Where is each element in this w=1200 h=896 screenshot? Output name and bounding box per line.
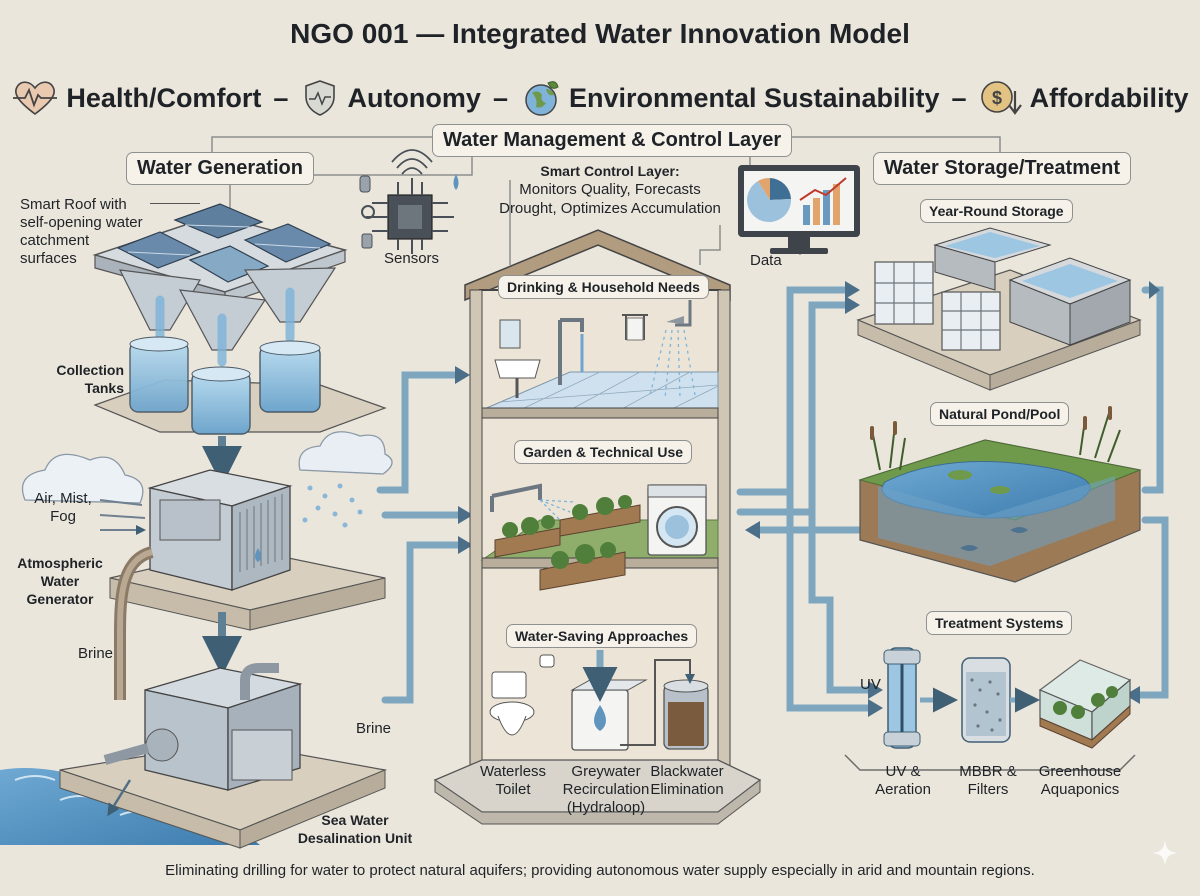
value-separator: – — [951, 82, 967, 113]
smart-control-desc-1: Monitors Quality, Forecasts — [519, 181, 701, 198]
generation-to-house-arrows — [376, 371, 462, 704]
collection-tanks-label-2: Tanks — [84, 380, 124, 396]
value-health-comfort: Health/Comfort — [11, 78, 261, 118]
treatment-mbbr-2: Filters — [967, 781, 1009, 798]
water-generation-heading: Water Generation — [126, 152, 314, 185]
year-round-storage-illustration — [856, 227, 1142, 391]
natural-pond-illustration — [858, 406, 1142, 583]
core-values-row: Health/Comfort – Autonomy – Environmenta… — [0, 76, 1200, 120]
globe-leaf-icon — [525, 81, 559, 116]
smart-roof-label-4: surfaces — [20, 250, 77, 267]
smart-control-desc-2: Drought, Optimizes Accumulation — [499, 200, 721, 217]
awg-illustration — [109, 469, 386, 700]
brine-label-bottom: Brine — [356, 720, 392, 737]
data-label: Data — [750, 252, 782, 269]
coin-down-icon: $ — [980, 81, 1022, 115]
desalination-illustration — [0, 663, 388, 849]
value-sustainability: Environmental Sustainability — [520, 77, 940, 119]
house-floor-garden: Garden & Technical Use — [514, 440, 693, 464]
desal-label-1: Sea Water — [321, 812, 389, 828]
collection-tanks-illustration — [93, 336, 387, 486]
smart-roof-label-1: Smart Roof with — [20, 196, 127, 213]
treatment-greenhouse-2: Aquaponics — [1040, 781, 1120, 798]
value-label-sustainability: Environmental Sustainability — [568, 82, 940, 113]
saving-item-blackwater-2: Elimination — [650, 781, 724, 798]
awg-label-1: Atmospheric — [17, 555, 103, 571]
natural-pond-label: Natural Pond/Pool — [930, 402, 1070, 426]
generation-to-house-arrowheads — [455, 366, 473, 554]
year-round-storage-label: Year-Round Storage — [920, 199, 1073, 223]
house-floor-drinking: Drinking & Household Needs — [498, 275, 709, 299]
treatment-greenhouse-1: Greenhouse — [1038, 763, 1122, 780]
value-separator: – — [492, 82, 508, 113]
smart-roof-label-2: self-opening water — [20, 214, 143, 231]
storage-treatment-heading: Water Storage/Treatment — [873, 152, 1131, 185]
brine-label-left: Brine — [78, 645, 114, 662]
page-title: NGO 001 — Integrated Water Innovation Mo… — [290, 18, 910, 49]
treatment-systems-label: Treatment Systems — [926, 611, 1073, 635]
value-affordability: $ Affordability — [979, 77, 1189, 119]
saving-item-toilet-1: Waterless — [479, 763, 547, 780]
value-label-affordability: Affordability — [1029, 82, 1189, 113]
heart-pulse-icon — [13, 81, 58, 116]
saving-item-blackwater-1: Blackwater — [650, 763, 724, 780]
air-mist-label-1: Air, Mist, — [34, 490, 92, 507]
data-monitor-illustration — [738, 165, 860, 254]
footer-caption: Eliminating drilling for water to protec… — [165, 862, 1035, 879]
treatment-mbbr-1: MBBR & — [959, 763, 1017, 780]
svg-text:$: $ — [992, 88, 1002, 108]
house-illustration — [433, 229, 762, 825]
awg-label-2: Water — [40, 573, 80, 589]
value-label-health: Health/Comfort — [66, 82, 262, 113]
treatment-systems-illustration — [844, 647, 1136, 771]
saving-item-toilet-2: Toilet — [495, 781, 531, 798]
saving-item-greywater-2: Recirculation — [562, 781, 650, 798]
treatment-uv-1: UV & — [885, 763, 921, 780]
desal-label-2: Desalination Unit — [297, 830, 413, 846]
treatment-uv-2: Aeration — [875, 781, 931, 798]
mist-cloud-illustration — [21, 431, 393, 530]
control-layer-label: Water Management & Control Layer — [432, 124, 793, 157]
smart-roof-illustration — [92, 203, 348, 367]
awg-label-3: Generator — [26, 591, 94, 607]
saving-item-greywater-3: (Hydraloop) — [566, 799, 646, 816]
shield-icon — [305, 80, 336, 116]
house-floor-saving: Water-Saving Approaches — [506, 624, 698, 648]
sensors-label: Sensors — [384, 250, 440, 267]
air-mist-label-2: Fog — [50, 508, 76, 525]
uv-tag-label: UV — [860, 676, 881, 693]
value-separator: – — [273, 82, 289, 113]
smart-roof-label-3: catchment — [20, 232, 90, 249]
sparkle-icon — [1152, 840, 1178, 866]
sensors-illustration — [359, 149, 459, 254]
smart-control-title: Smart Control Layer: — [540, 163, 680, 179]
value-autonomy: Autonomy — [300, 78, 481, 118]
value-label-autonomy: Autonomy — [347, 82, 481, 113]
saving-item-greywater-1: Greywater — [571, 763, 641, 780]
roof-leader-line — [150, 203, 200, 204]
collection-tanks-label-1: Collection — [56, 362, 124, 378]
